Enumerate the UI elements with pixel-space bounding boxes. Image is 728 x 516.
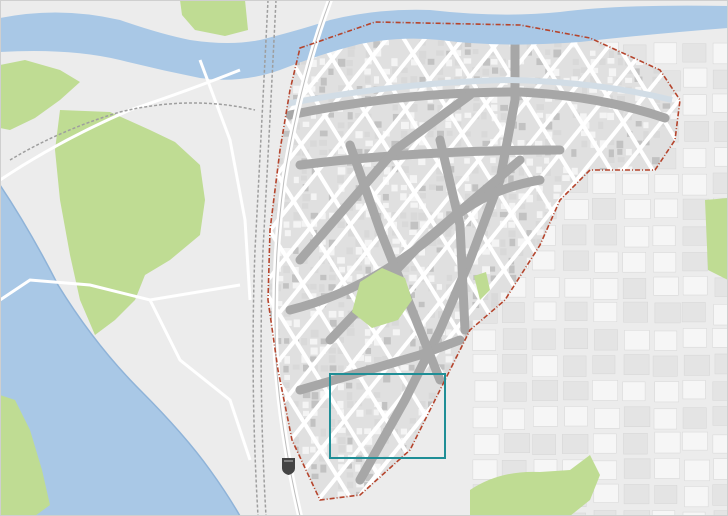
- focus-box[interactable]: [329, 373, 446, 459]
- park-south: [470, 455, 600, 516]
- park-north: [180, 0, 248, 36]
- district-boundary: [267, 21, 681, 501]
- park-northwest: [0, 60, 80, 130]
- river-top: [0, 5, 728, 80]
- highway-shield-icon: [282, 458, 295, 475]
- park-southwest: [0, 395, 50, 516]
- railway-lines: [9, 0, 277, 516]
- central-park: [352, 268, 412, 328]
- park-east: [705, 198, 728, 280]
- park-west: [55, 110, 205, 335]
